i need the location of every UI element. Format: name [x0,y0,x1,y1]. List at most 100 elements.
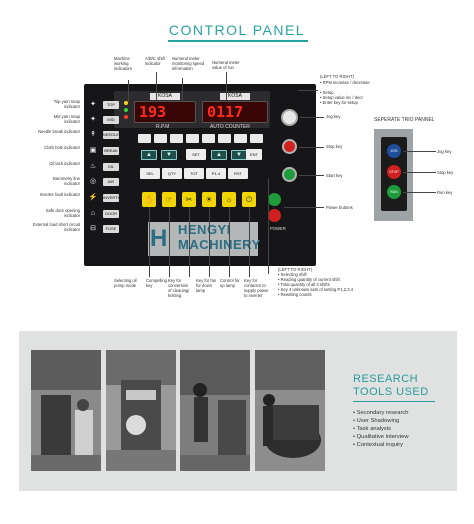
ann-power: Power buttons [326,205,353,210]
panel-key[interactable] [154,134,167,143]
ann-bottom-right-1: • Reading quantity of current shift [278,277,340,282]
display1-header: KOSA [150,93,180,100]
power-label: POWER [270,226,286,231]
clean-knit-button[interactable]: ✂ [182,192,196,207]
oil-pump-mode-button[interactable]: ✋ [142,192,156,207]
air-icon: ◎ [89,178,97,185]
indicator-fuse: FUSE [103,225,119,233]
title-underline [168,40,308,42]
ann-bottom-right-header: (LEFT TO RIGHT) [278,267,312,272]
research-tool-1: • User Shadowing [353,418,400,424]
ann-contactor: Key for contactor to supply power to inv… [244,278,269,298]
working-led-icon [124,108,128,112]
yarn-icon: ✦ [90,116,96,123]
value-down-button[interactable]: ▼ [231,150,247,160]
stop-key-button[interactable] [282,139,297,154]
brand-logo-icon: H [150,225,168,252]
enter-button[interactable]: ENT [246,149,262,160]
rpm-up-button[interactable]: ▲ [141,150,157,160]
display1-unit: R.P.M [156,124,170,130]
ann-right-top-header: (LEFT TO RIGHT) [320,74,354,79]
research-tool-4: • Contextual inquiry [353,442,404,448]
ann-left-1: Mid yarn snap indicator [53,114,80,124]
power-on-button[interactable] [268,193,281,206]
indicator-oil: OIL [103,163,119,171]
shift-select-button[interactable]: SEL [140,168,160,179]
indicator-inverter: INVERTER [103,194,124,202]
needle-icon: ↟ [90,131,96,138]
research-title-2: TOOLS USED [353,386,429,398]
ann-left-2: Needle break indicator [38,129,80,134]
rewrite-count-button[interactable]: RST [228,168,248,179]
ann-right-top-1: • Setup [320,90,334,95]
ann-compelling: Compelling key [146,278,167,288]
research-tool-3: • Qualitative interview [353,434,409,440]
research-underline [353,401,435,402]
panel-key[interactable] [202,134,215,143]
fuse-icon: ⊟ [90,225,96,232]
door-icon: ⌂ [90,210,96,217]
ann-up-lamp: Control for up lamp [220,278,240,288]
indicator-needle: NEEDLE [103,131,120,139]
ann-clean-knit: Key for conversion of cleaning/ knitting [168,278,190,298]
research-tool-0: • Secondary research [353,410,409,416]
cloth-icon: ▣ [89,147,97,154]
working-led-icon [124,101,128,105]
ann-abc-shift: A/B/C shift indicator [145,56,165,66]
indicator-door: DOOR [103,210,119,218]
contactor-button[interactable]: ⏻ [242,192,256,207]
trio-stop-button[interactable]: STOP [387,165,401,179]
indicator-air: AIR [103,178,119,186]
ann-right-top-0: • RPM increase / decrease [320,80,370,85]
panel-key[interactable] [234,134,247,143]
ann-down-lamp: Key for fan for down lamp [196,278,217,293]
trio-run-button[interactable]: RUN [387,185,401,199]
trio-label-run: Run key [437,190,453,195]
brand-name-1: HENGYI [178,222,231,237]
ann-bottom-right-3: • Key 4 unknown sets of setting P1,2,3,4 [278,287,354,292]
value-up-button[interactable]: ▲ [211,150,227,160]
display2-header: KOSA [220,93,250,100]
shift-qty-button[interactable]: QTY [162,168,182,179]
indicator-top: TOP [103,101,119,109]
indicator-break: BREAK [103,147,119,155]
panel-key[interactable] [138,134,151,143]
ann-start: Start key [326,173,343,178]
total-qty-button[interactable]: TOT [184,168,204,179]
inverter-icon: ⚡ [88,194,98,201]
speed-display: 193 [134,101,196,123]
display2-label: AUTO COUNTER [210,124,250,130]
ann-numeral-meter: Numeral meter monitoring speed informati… [172,56,205,71]
ann-machine-working: Machine working indicators [114,56,132,71]
oil-icon: ♨ [89,163,97,170]
ann-left-3: Cloth hole indicator [44,145,80,150]
panel-key[interactable] [186,134,199,143]
preset-button[interactable]: P1-4 [206,168,226,179]
brand-name-2: MACHINERY [178,237,261,252]
research-photo-2 [106,350,176,471]
research-tool-2: • Task analysis [353,426,392,432]
panel-key[interactable] [218,134,231,143]
power-off-button[interactable] [268,209,281,222]
ann-right-top-3: • Enter key for setup [320,100,358,105]
up-lamp-button[interactable]: ☼ [222,192,236,207]
setup-button[interactable]: SET [186,149,206,160]
down-lamp-button[interactable]: ☀ [202,192,216,207]
panel-key[interactable] [170,134,183,143]
ann-left-6: Inverter fault indicator [39,192,80,197]
research-title-1: RESEARCH [353,373,419,385]
start-key-button[interactable] [282,167,297,182]
ann-stop: Stop key [326,144,343,149]
page-title: CONTROL PANEL [168,22,306,38]
panel-key[interactable] [250,134,263,143]
compelling-button[interactable]: ☞ [162,192,176,207]
ann-right-top-2: • Setup value inc / decr [320,95,363,100]
jog-key-button[interactable] [281,109,298,126]
research-photo-3 [180,350,250,471]
yarn-icon: ✦ [90,101,96,108]
trio-jog-button[interactable]: JOG [387,144,401,158]
abc-shift-led-icon [124,115,128,119]
rpm-down-button[interactable]: ▼ [161,150,177,160]
ann-left-4: Oil lack indicator [49,161,80,166]
ann-left-7: Safe door opening indicator [45,208,80,218]
